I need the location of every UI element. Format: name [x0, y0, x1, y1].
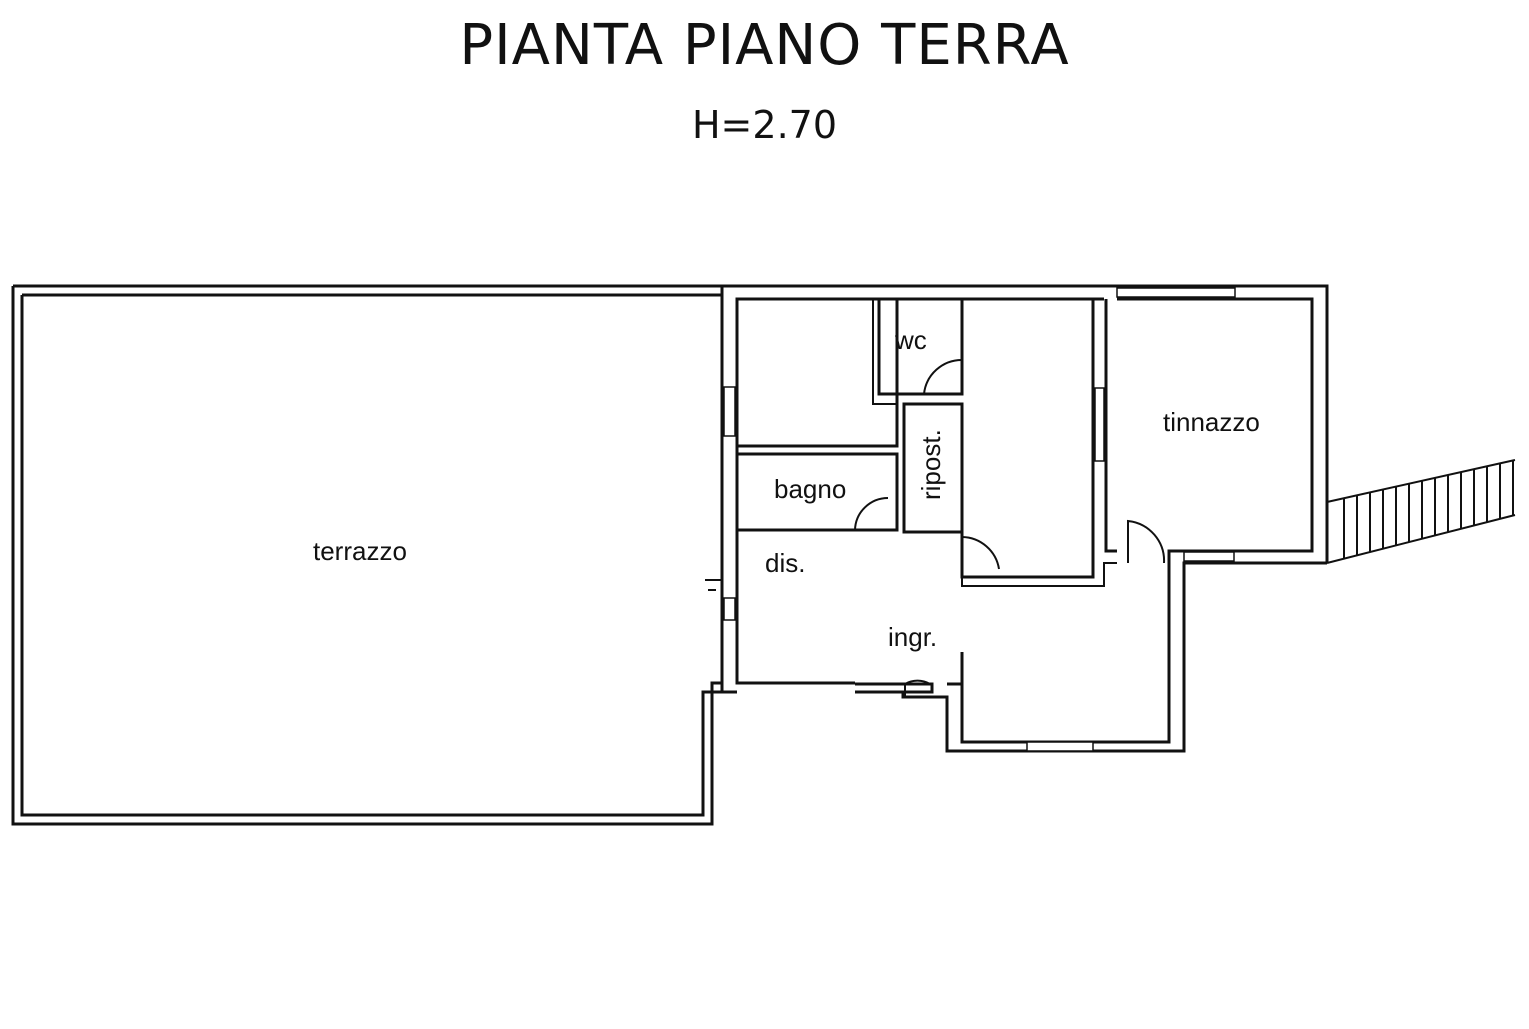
bedroom-notch — [872, 299, 898, 446]
wc-door-swing — [923, 358, 963, 395]
right-middle-step — [961, 562, 1117, 587]
tinnazzo-room — [1104, 299, 1117, 553]
room-label-dis: dis. — [765, 548, 805, 578]
storage-door-swing — [961, 536, 1000, 570]
ceiling-height: H=2.70 — [691, 103, 838, 147]
house-inner-outline — [737, 297, 1314, 744]
window-bottom — [1026, 741, 1094, 752]
room-label-bagno: bagno — [774, 474, 846, 504]
right-middle-room — [960, 297, 1095, 579]
plan-title: PIANTA PIANO TERRA — [459, 13, 1070, 78]
window-top — [1116, 287, 1236, 298]
house-outer-wall — [720, 286, 1327, 753]
wc-room — [877, 297, 964, 396]
exterior-stairs — [1326, 459, 1516, 564]
bathroom — [735, 452, 899, 532]
tinnazzo-door-swing — [1127, 519, 1166, 564]
room-label-ingr: ingr. — [888, 622, 937, 652]
room-label-tinnazzo: tinnazzo — [1163, 407, 1260, 437]
entrance-door-swing — [904, 679, 931, 697]
window-middle — [1094, 387, 1105, 462]
window-dis — [723, 597, 736, 621]
room-label-ripost: ripost. — [916, 429, 946, 500]
window-tinnazzo-bottom — [1183, 551, 1235, 562]
bedroom-top-left — [735, 297, 899, 448]
dis-side-door — [705, 579, 723, 596]
bathroom-door-swing — [854, 497, 889, 531]
window-left-wall — [723, 386, 736, 437]
terrace-outer-wall — [11, 284, 1329, 826]
room-label-wc: wc — [894, 325, 927, 355]
room-label-terrazzo: terrazzo — [313, 536, 407, 566]
